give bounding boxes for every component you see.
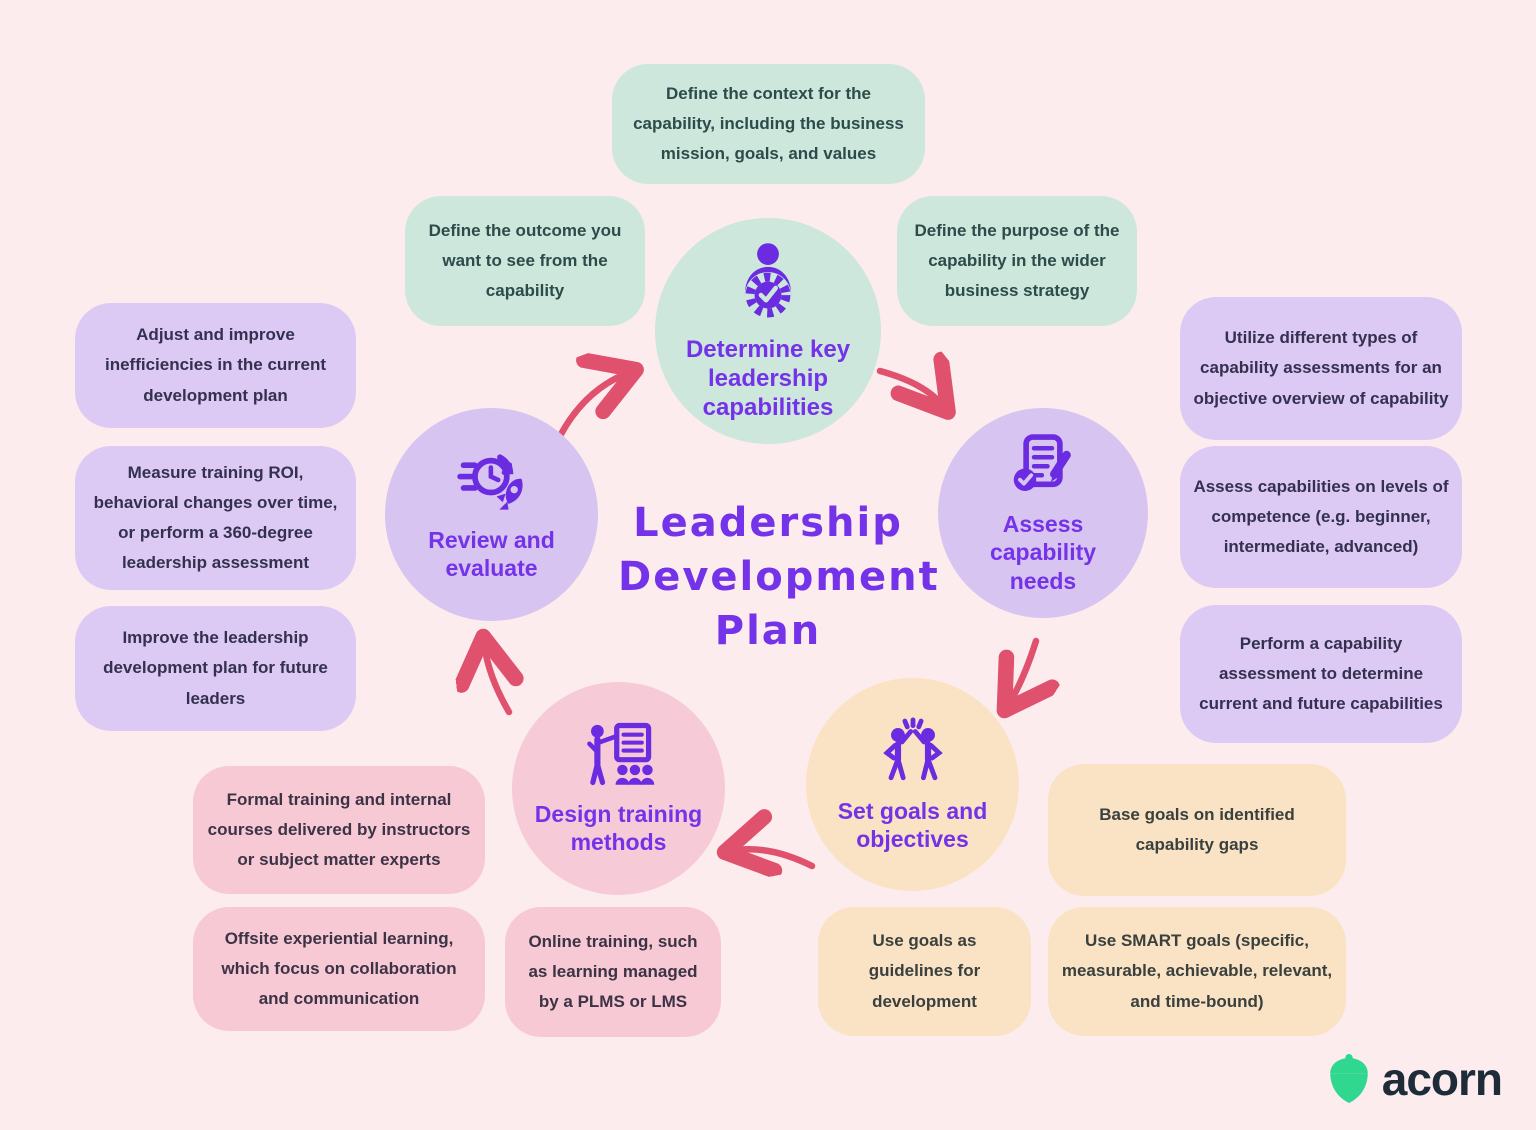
callout-goals-guidelines: Use goals as guidelines for development (818, 907, 1031, 1036)
title-line-2: Development (618, 554, 940, 600)
callout-define-context: Define the context for the capability, i… (612, 64, 925, 184)
arrow-design-to-review (484, 643, 509, 716)
title-line-1: Leadership (633, 500, 903, 546)
arrow-determine-to-assess (876, 371, 944, 407)
callout-base-goals: Base goals on identified capability gaps (1048, 764, 1346, 896)
callout-improve-plan: Improve the leadership development plan … (75, 606, 356, 731)
stage-review-and-evaluate: Review and evaluate (385, 408, 598, 621)
arrow-assess-to-goals (1008, 637, 1036, 705)
stage-label: Design training methods (534, 800, 703, 855)
presenter-audience-icon (580, 721, 658, 792)
acorn-logo: acorn (1328, 1053, 1503, 1105)
stage-label: Set goals and objectives (837, 797, 988, 852)
acorn-icon (1328, 1054, 1370, 1104)
diagram-title: Leadership Development Plan (618, 496, 940, 658)
person-gear-check-icon (727, 240, 809, 327)
callout-perform-assessment: Perform a capability assessment to deter… (1180, 605, 1462, 743)
callout-online-training: Online training, such as learning manage… (505, 907, 721, 1037)
callout-formal-training: Formal training and internal courses del… (193, 766, 485, 894)
fast-clock-rocket-icon (452, 447, 532, 518)
arrow-review-to-determine (556, 372, 630, 440)
stage-assess-capability-needs: Assess capability needs (938, 408, 1148, 618)
stage-set-goals-and-objectives: Set goals and objectives (806, 678, 1019, 891)
stage-label: Assess capability needs (989, 511, 1097, 594)
high-five-people-icon (876, 716, 950, 789)
callout-utilize-assessments: Utilize different types of capability as… (1180, 297, 1462, 440)
stage-label: Determine key leadership capabilities (685, 335, 851, 422)
callout-define-purpose: Define the purpose of the capability in … (897, 196, 1137, 326)
callout-measure-roi: Measure training ROI, behavioral changes… (75, 446, 356, 590)
callout-offsite-learning: Offsite experiential learning, which foc… (193, 907, 485, 1031)
callout-define-outcome: Define the outcome you want to see from … (405, 196, 645, 326)
assessment-document-pencil-icon (1007, 431, 1079, 502)
callout-adjust-improve: Adjust and improve inefficiencies in the… (75, 303, 356, 428)
callout-competence-levels: Assess capabilities on levels of compete… (1180, 446, 1462, 588)
arrow-goals-to-design (731, 849, 816, 866)
title-line-3: Plan (714, 608, 822, 654)
stage-label: Review and evaluate (428, 526, 555, 581)
acorn-wordmark: acorn (1381, 1053, 1503, 1105)
stage-design-training-methods: Design training methods (512, 682, 725, 895)
callout-smart-goals: Use SMART goals (specific, measurable, a… (1048, 907, 1346, 1036)
stage-determine-key-leadership-capabilities: Determine key leadership capabilities (655, 218, 881, 444)
